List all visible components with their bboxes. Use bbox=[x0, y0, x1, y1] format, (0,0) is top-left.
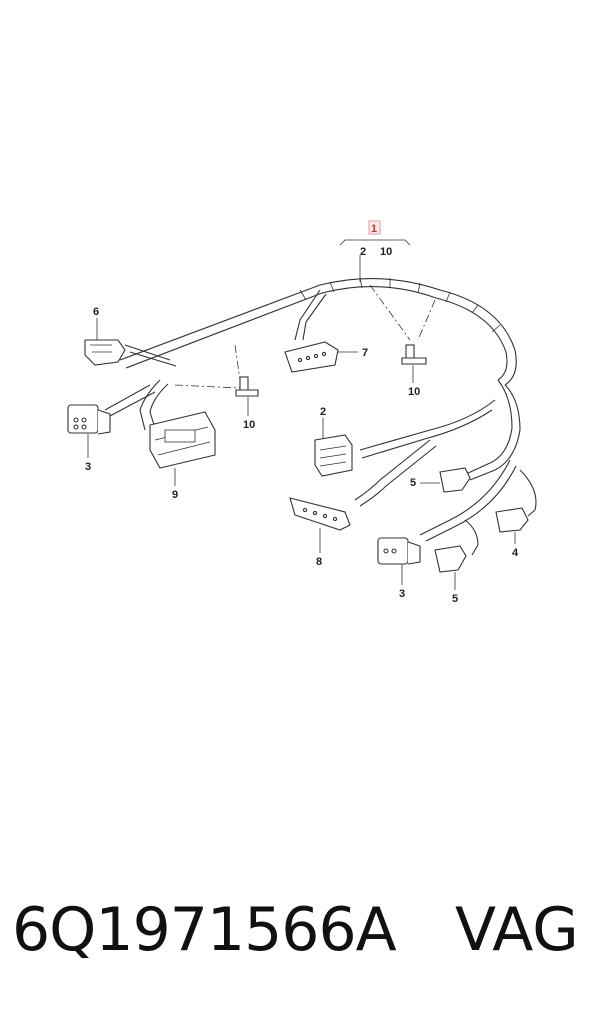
main-callout-box bbox=[368, 220, 381, 235]
connector-5-lower bbox=[434, 545, 467, 573]
connector-2 bbox=[314, 434, 353, 477]
harness-left-branch bbox=[124, 344, 171, 361]
label-5-lower: 5 bbox=[452, 593, 458, 605]
clip-10-right bbox=[401, 344, 427, 365]
label-7: 7 bbox=[362, 347, 368, 359]
label-3-lower: 3 bbox=[399, 588, 405, 600]
label-4: 4 bbox=[512, 547, 519, 559]
label-10-left: 10 bbox=[243, 419, 255, 431]
connector-8 bbox=[289, 497, 351, 531]
label-5-right: 5 bbox=[410, 477, 416, 489]
connector-7 bbox=[284, 341, 339, 373]
label-8: 8 bbox=[316, 556, 322, 568]
label-9: 9 bbox=[172, 489, 178, 501]
label-2: 2 bbox=[320, 406, 326, 418]
main-callout-number: 1 bbox=[371, 223, 377, 235]
callout-sub-left: 2 bbox=[360, 246, 366, 258]
wiring-harness-diagram: 1 2 10 6 7 10 10 3 9 2 5 8 4 3 5 bbox=[67, 220, 537, 605]
brand-name: VAG bbox=[455, 895, 579, 965]
label-3-left: 3 bbox=[85, 461, 91, 473]
connector-5-right bbox=[439, 467, 471, 493]
connector-3-lower bbox=[377, 537, 421, 565]
harness-right-branch bbox=[469, 384, 521, 481]
connector-9 bbox=[149, 411, 216, 469]
connector-4 bbox=[495, 507, 529, 533]
label-6: 6 bbox=[93, 306, 99, 318]
label-10-right: 10 bbox=[408, 386, 420, 398]
clip-10-left bbox=[235, 376, 259, 397]
harness-main-loop bbox=[119, 278, 517, 386]
callout-sub-right: 10 bbox=[380, 246, 392, 258]
connector-3-left bbox=[67, 404, 111, 435]
connector-6 bbox=[84, 339, 126, 366]
part-number: 6Q1971566A bbox=[12, 895, 397, 965]
